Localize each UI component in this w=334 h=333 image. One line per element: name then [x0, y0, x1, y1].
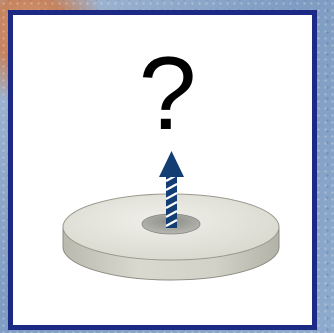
- upward-arrow-icon: [159, 151, 184, 177]
- washer-diagram: [13, 15, 312, 325]
- diagram-frame: ?: [8, 10, 317, 330]
